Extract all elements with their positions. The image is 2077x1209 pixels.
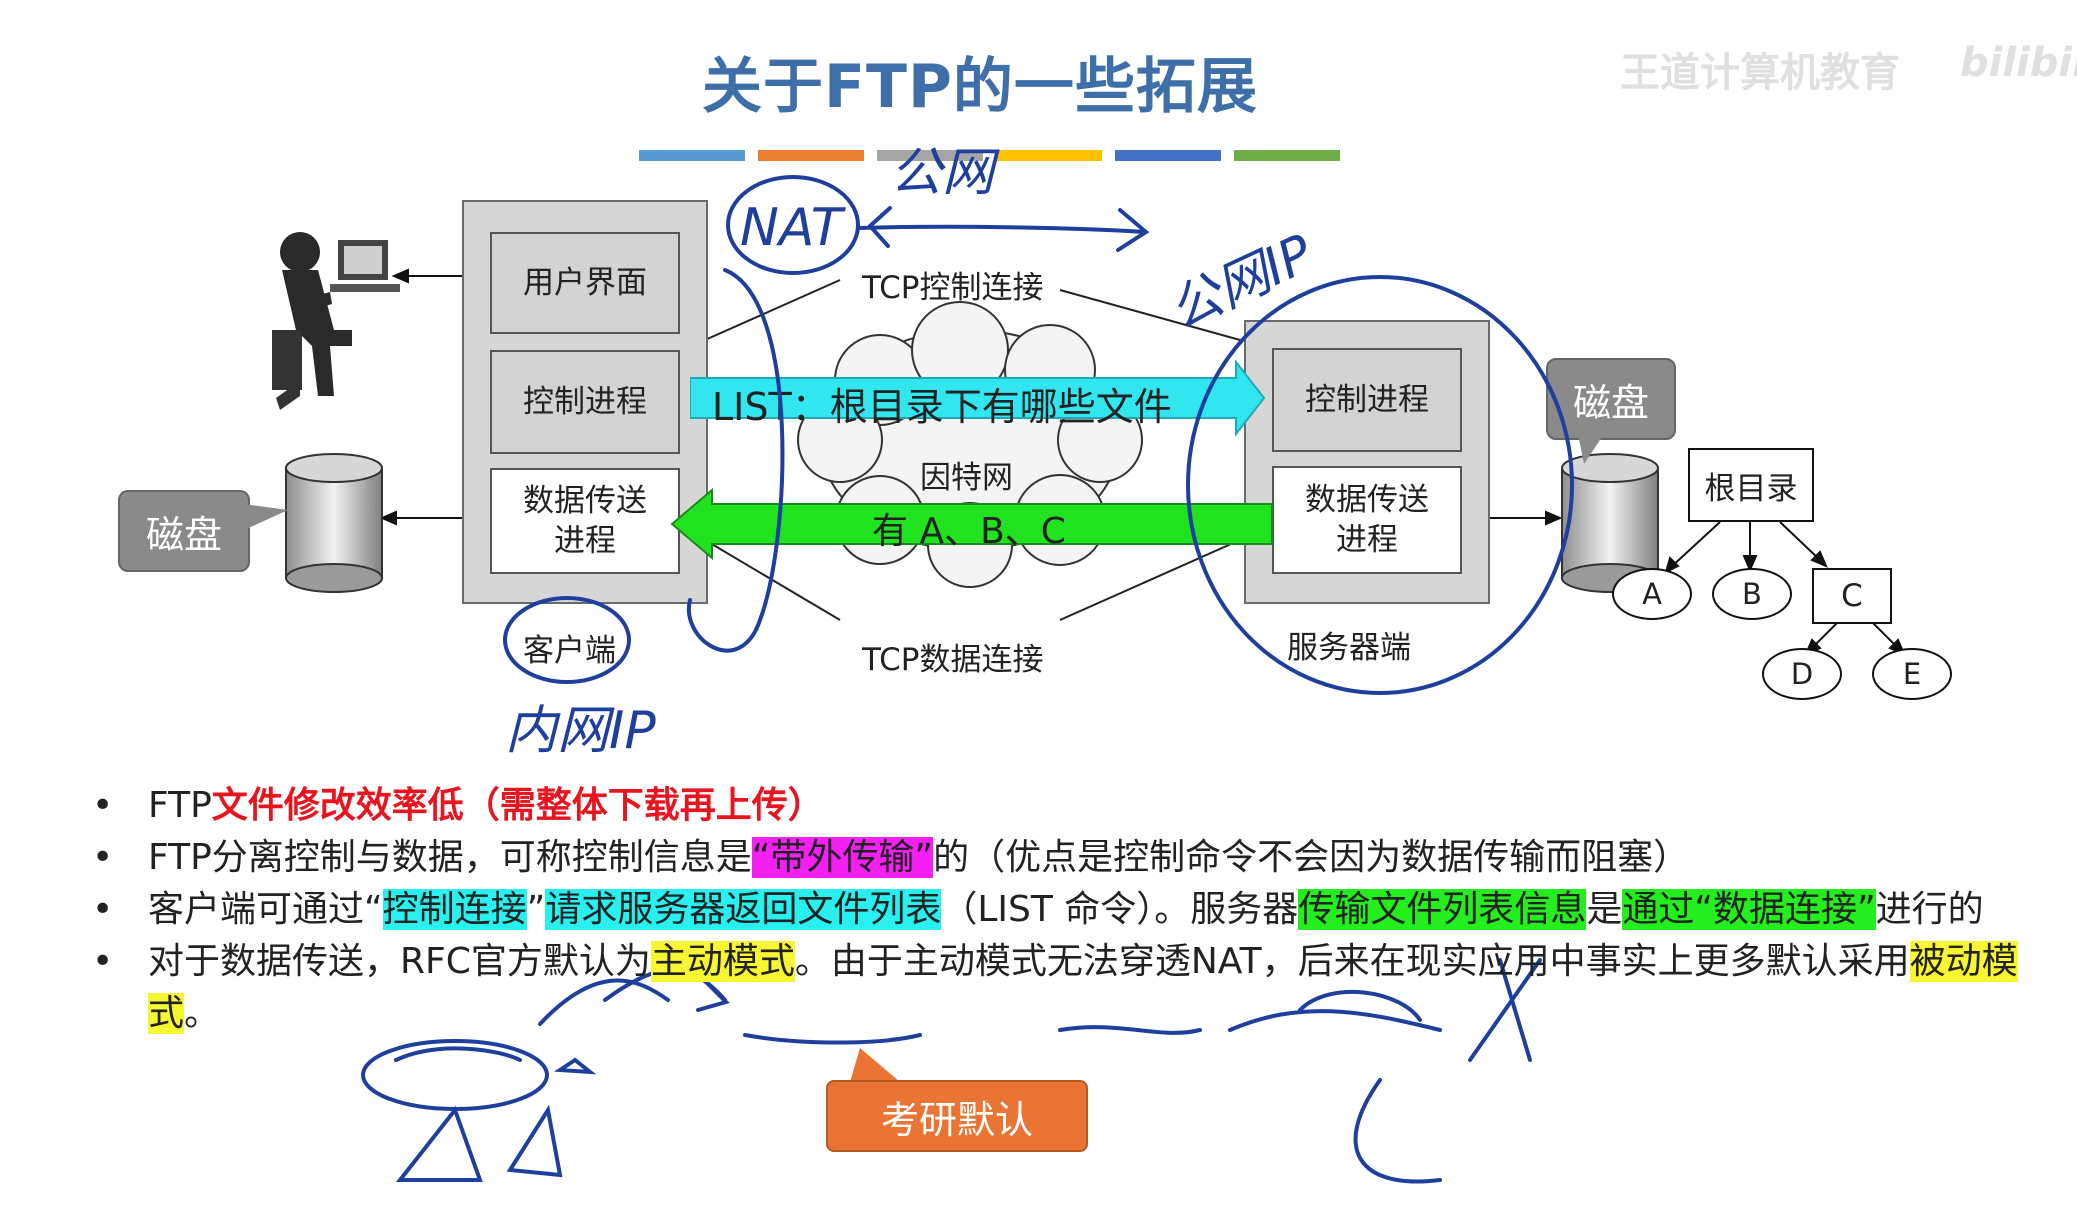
bullet-4-highlight-1: 主动模式: [650, 941, 795, 982]
reply-arrow: [670, 487, 1273, 561]
watermark-text: 王道计算机教育: [1620, 50, 1900, 96]
kaoyan-pointer: [850, 1048, 900, 1082]
disk-left-icon: [285, 453, 383, 593]
hw-public-ip: 公网IP: [1160, 223, 1323, 341]
bullet-4-text-b: 。由于主动模式无法穿透NAT，后来在现实应用中事实上更多默认采用: [794, 941, 1910, 982]
hw-private-ip: 内网IP: [505, 701, 656, 761]
bullet-3-text-c: （LIST 命令）。服务器: [941, 889, 1299, 930]
color-bar-2: [758, 150, 864, 161]
client-label: 客户端: [523, 633, 616, 669]
disk-left-callout: 磁盘: [118, 490, 250, 572]
bullet-3-highlight-1: 控制连接: [382, 889, 527, 930]
bullet-3-text-a: 客户端可通过“: [148, 889, 383, 930]
tree-root: 根目录: [1688, 448, 1814, 522]
color-bar-4: [996, 150, 1102, 161]
tcp-control-label: TCP控制连接: [862, 270, 1044, 306]
list-arrow-text: LIST：根目录下有哪些文件: [712, 385, 1172, 429]
bullet-4-text-c: 。: [184, 993, 221, 1034]
tcp-data-label: TCP数据连接: [862, 642, 1044, 678]
bullet-4: •对于数据传送，RFC官方默认为主动模式。由于主动模式无法穿透NAT，后来在现实…: [92, 941, 2018, 1034]
bullet-list: •FTP文件修改效率低（需整体下载再上传） •FTP分离控制与数据，可称控制信息…: [92, 780, 2052, 1040]
kaoyan-callout: 考研默认: [826, 1080, 1088, 1152]
server-label: 服务器端: [1287, 630, 1411, 666]
bullet-2-highlight: “带外传输”: [751, 837, 934, 878]
bullet-1-prefix: FTP: [148, 785, 212, 826]
disk-right-callout: 磁盘: [1546, 358, 1676, 440]
bullet-2: •FTP分离控制与数据，可称控制信息是“带外传输”的（优点是控制命令不会因为数据…: [92, 837, 1690, 878]
bullet-2-text-b: 的（优点是控制命令不会因为数据传输而阻塞）: [933, 837, 1690, 878]
color-bar-6: [1234, 150, 1340, 161]
bullet-3-text-e: 进行的: [1875, 889, 1984, 930]
server-data-process: 数据传送进程: [1272, 466, 1462, 574]
bullet-3-text-b: ”: [526, 889, 546, 930]
page-title: 关于FTP的一些拓展: [702, 52, 1258, 122]
bullet-3-text-d: 是: [1586, 889, 1623, 930]
tree-node-c: C: [1812, 568, 1892, 624]
color-bar-5: [1115, 150, 1221, 161]
client-control-process: 控制进程: [490, 350, 680, 454]
callout-pointer-left: [244, 504, 288, 530]
bullet-3: •客户端可通过“控制连接”请求服务器返回文件列表（LIST 命令）。服务器传输文…: [92, 889, 1984, 930]
bullet-3-highlight-2: 请求服务器返回文件列表: [545, 889, 942, 930]
hw-nat: NAT: [740, 198, 847, 258]
watermark-logo: bilibili: [1960, 40, 2077, 86]
client-ui-box: 用户界面: [490, 232, 680, 334]
callout-pointer-right: [1578, 434, 1604, 464]
tree-node-e: E: [1872, 648, 1952, 700]
server-control-process: 控制进程: [1272, 348, 1462, 452]
client-data-process: 数据传送进程: [490, 468, 680, 574]
color-bar-3: [877, 150, 983, 161]
bullet-4-text-a: 对于数据传送，RFC官方默认为: [148, 941, 651, 982]
bullet-1: •FTP文件修改效率低（需整体下载再上传）: [92, 785, 824, 826]
tree-node-a: A: [1612, 568, 1692, 620]
tree-node-b: B: [1712, 568, 1792, 620]
bullet-2-text-a: FTP分离控制与数据，可称控制信息是: [148, 837, 752, 878]
color-bar-1: [639, 150, 745, 161]
bullet-1-red-text: 文件修改效率低（需整体下载再上传）: [211, 785, 824, 826]
bullet-3-highlight-4: 通过“数据连接”: [1622, 889, 1876, 930]
cloud-label: 因特网: [920, 460, 1013, 496]
user-figure: [272, 232, 400, 410]
reply-arrow-text: 有 A、B、C: [872, 511, 1066, 552]
bullet-3-highlight-3: 传输文件列表信息: [1298, 889, 1587, 930]
tree-node-d: D: [1762, 648, 1842, 700]
hw-public-net: 公网: [890, 143, 1000, 203]
